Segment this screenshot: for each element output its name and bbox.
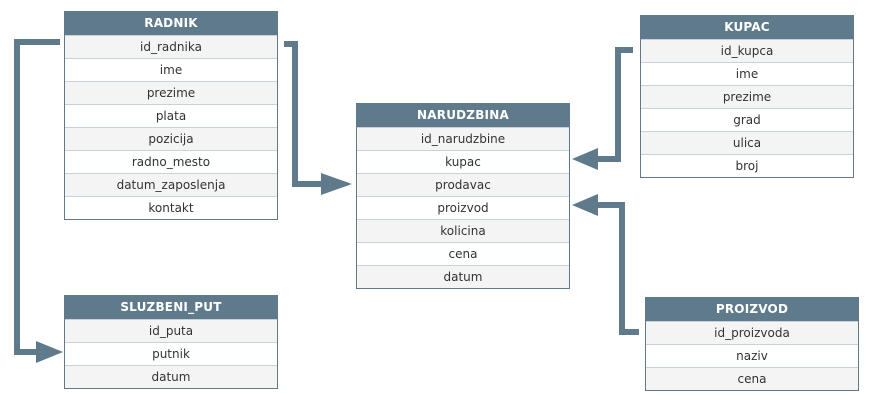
field-id-narudzbine[interactable]: id_narudzbine [357,127,569,150]
connector-radnik-sluzbeni-put [14,39,60,355]
arrowhead-narudzbina-kupac [572,148,598,170]
field-ime[interactable]: ime [65,58,277,81]
field-prodavac[interactable]: prodavac [357,173,569,196]
connector-radnik-narudzbina [284,41,322,187]
field-plata[interactable]: plata [65,104,277,127]
field-kontakt[interactable]: kontakt [65,196,277,219]
connector-kupac-narudzbina [597,47,633,162]
entity-title: SLUZBENI_PUT [65,296,277,319]
field-grad[interactable]: grad [641,108,853,131]
arrowhead-narudzbina-prodavac [321,173,352,195]
field-datum[interactable]: datum [65,365,277,388]
field-broj[interactable]: broj [641,154,853,177]
field-kolicina[interactable]: kolicina [357,219,569,242]
field-id-puta[interactable]: id_puta [65,319,277,342]
field-putnik[interactable]: putnik [65,342,277,365]
entity-title: NARUDZBINA [357,104,569,127]
arrowhead-sluzbeni-put-putnik [36,341,63,363]
entity-title: PROIZVOD [646,298,858,321]
field-id-proizvoda[interactable]: id_proizvoda [646,321,858,344]
field-naziv[interactable]: naziv [646,344,858,367]
entity-title: RADNIK [65,12,277,35]
field-prezime[interactable]: prezime [65,81,277,104]
field-datum-zaposlenja[interactable]: datum_zaposlenja [65,173,277,196]
field-ime[interactable]: ime [641,62,853,85]
field-id-radnika[interactable]: id_radnika [65,35,277,58]
field-ulica[interactable]: ulica [641,131,853,154]
field-cena[interactable]: cena [357,242,569,265]
field-pozicija[interactable]: pozicija [65,127,277,150]
field-prezime[interactable]: prezime [641,85,853,108]
field-id-kupca[interactable]: id_kupca [641,39,853,62]
field-datum[interactable]: datum [357,265,569,288]
field-radno-mesto[interactable]: radno_mesto [65,150,277,173]
arrowhead-narudzbina-proizvod [572,194,598,216]
entity-title: KUPAC [641,16,853,39]
field-proizvod[interactable]: proizvod [357,196,569,219]
field-kupac[interactable]: kupac [357,150,569,173]
connector-proizvod-narudzbina [597,202,639,335]
field-cena[interactable]: cena [646,367,858,390]
